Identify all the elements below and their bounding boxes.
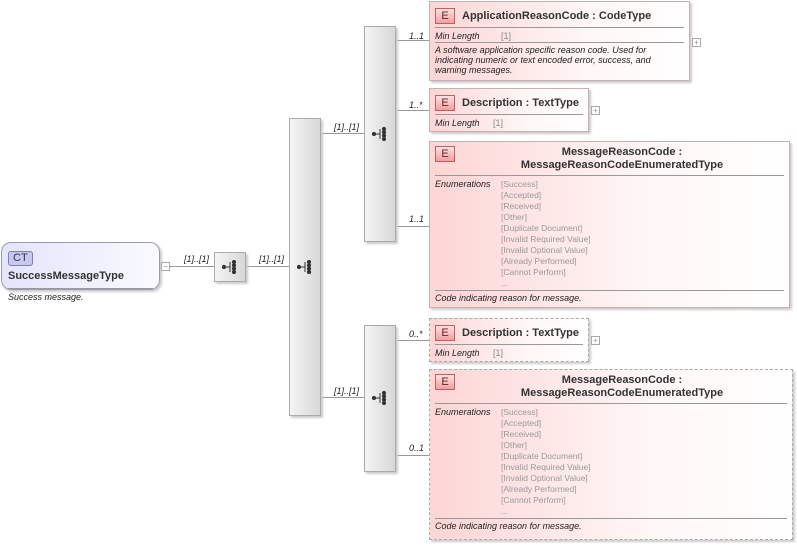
element-description-optional[interactable]: E Description : TextType Min Length [1]	[429, 318, 589, 362]
element-message-reason-code-optional[interactable]: E MessageReasonCode : MessageReasonCodeEn…	[429, 369, 793, 540]
enum-value: [Already Performed]	[501, 484, 577, 494]
element-title: ApplicationReasonCode : CodeType	[462, 10, 652, 22]
complex-type-description: Success message.	[8, 292, 84, 302]
cardinality-label: 0..*	[409, 329, 423, 339]
element-badge: E	[435, 374, 455, 390]
element-title: Description : TextType	[462, 327, 579, 339]
expand-button[interactable]: +	[591, 106, 600, 115]
cardinality-label: 1..1	[409, 31, 425, 41]
facet-label: Min Length	[435, 118, 480, 128]
enum-value: [Received]	[501, 429, 542, 439]
enum-value: [Invalid Required Value]	[501, 234, 591, 244]
element-badge: E	[435, 95, 455, 111]
enum-value: ...	[501, 278, 509, 288]
enum-value: [Accepted]	[501, 190, 542, 200]
element-badge: E	[435, 8, 455, 24]
cardinality-label: [1]..[1]	[259, 254, 285, 264]
cardinality-label: [1]..[1]	[184, 254, 210, 264]
enum-value: [Other]	[501, 440, 527, 450]
enum-value: [Received]	[501, 201, 542, 211]
facet-label: Min Length	[435, 31, 480, 41]
element-title: Description : TextType	[462, 97, 579, 109]
enum-value: [Invalid Optional Value]	[501, 245, 588, 255]
enum-value: [Invalid Required Value]	[501, 462, 591, 472]
facet-value: [1]	[501, 31, 512, 41]
complex-type-name: SuccessMessageType	[8, 270, 124, 282]
enum-value: [Duplicate Document]	[501, 223, 583, 233]
enum-value: [Other]	[501, 212, 527, 222]
element-message-reason-code[interactable]: E MessageReasonCode : MessageReasonCodeEn…	[429, 141, 790, 308]
sequence-compositor[interactable]	[289, 118, 321, 416]
cardinality-label: 1..1	[409, 214, 425, 224]
facet-label: Enumerations	[435, 407, 491, 417]
collapse-button[interactable]: −	[161, 262, 170, 271]
enum-value: [Cannot Perform]	[501, 495, 566, 505]
sequence-compositor[interactable]	[364, 325, 396, 472]
element-badge: E	[435, 325, 455, 341]
enum-value: [Already Performed]	[501, 256, 577, 266]
element-title: MessageReasonCode : MessageReasonCodeEnu…	[520, 374, 724, 399]
enum-value: [Invalid Optional Value]	[501, 473, 588, 483]
sequence-icon	[297, 260, 312, 274]
enum-value: ...	[501, 506, 509, 516]
element-description[interactable]: E Description : TextType Min Length [1]	[429, 88, 589, 132]
cardinality-label: 1..*	[409, 100, 423, 110]
element-description: Code indicating reason for message.	[435, 293, 582, 303]
sequence-icon	[372, 391, 387, 405]
element-description: A software application specific reason c…	[435, 45, 651, 75]
cardinality-label: [1]..[1]	[334, 122, 360, 132]
enum-value: [Cannot Perform]	[501, 267, 566, 277]
facet-label: Min Length	[435, 348, 480, 358]
element-description: Code indicating reason for message.	[435, 521, 582, 531]
sequence-icon	[222, 260, 237, 274]
element-title: MessageReasonCode : MessageReasonCodeEnu…	[520, 146, 724, 171]
enumeration-list: [Success] [Accepted] [Received] [Other] …	[501, 407, 591, 517]
facet-label: Enumerations	[435, 179, 491, 189]
cardinality-label: 0..1	[409, 443, 425, 453]
complex-type-badge: CT	[8, 251, 33, 266]
enum-value: [Duplicate Document]	[501, 451, 583, 461]
enumeration-list: [Success] [Accepted] [Received] [Other] …	[501, 179, 591, 289]
enum-value: [Accepted]	[501, 418, 542, 428]
cardinality-label: [1]..[1]	[334, 386, 360, 396]
sequence-compositor[interactable]	[364, 26, 396, 242]
facet-value: [1]	[493, 118, 504, 128]
element-application-reason-code[interactable]: E ApplicationReasonCode : CodeType Min Le…	[429, 1, 690, 81]
sequence-compositor[interactable]	[214, 252, 246, 282]
facet-value: [1]	[493, 348, 504, 358]
enum-value: [Success]	[501, 179, 538, 189]
expand-button[interactable]: +	[692, 38, 701, 47]
complex-type-node[interactable]: CT SuccessMessageType Success message.	[1, 242, 160, 302]
expand-button[interactable]: +	[591, 336, 600, 345]
sequence-icon	[372, 127, 387, 141]
enum-value: [Success]	[501, 407, 538, 417]
element-badge: E	[435, 146, 455, 162]
